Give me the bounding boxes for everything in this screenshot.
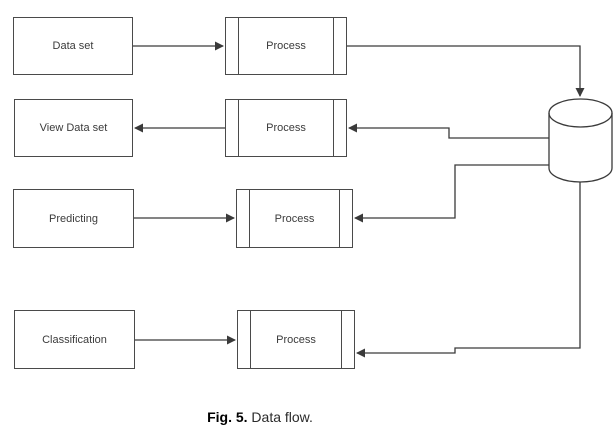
connector-database-to-process3 [354, 164, 549, 223]
connector-process1-to-database [347, 45, 585, 97]
figure-caption-text: Data flow. [247, 409, 313, 425]
database-cylinder-icon [548, 98, 613, 183]
node-data-set: Data set [13, 17, 133, 75]
node-label: Process [274, 212, 315, 225]
node-label: Process [266, 40, 306, 52]
node-classification: Classification [14, 310, 135, 369]
figure-caption-label: Fig. 5. [207, 409, 248, 425]
node-predicting: Predicting [13, 189, 134, 248]
node-process-1: Process [225, 17, 347, 75]
connector-database-to-process4 [356, 182, 581, 358]
node-label: Predicting [49, 212, 98, 225]
node-process-2: Process [225, 99, 347, 157]
node-label: Process [266, 122, 306, 134]
node-label: Process [276, 333, 316, 346]
node-process-4: Process [237, 310, 355, 369]
figure-caption: Fig. 5. Data flow. [0, 409, 520, 425]
node-label: Data set [52, 40, 94, 52]
connector-database-to-process2 [348, 123, 549, 139]
node-label: Classification [42, 333, 107, 346]
node-process-3: Process [236, 189, 353, 248]
node-label: View Data set [39, 122, 108, 134]
node-view-data-set: View Data set [14, 99, 133, 157]
